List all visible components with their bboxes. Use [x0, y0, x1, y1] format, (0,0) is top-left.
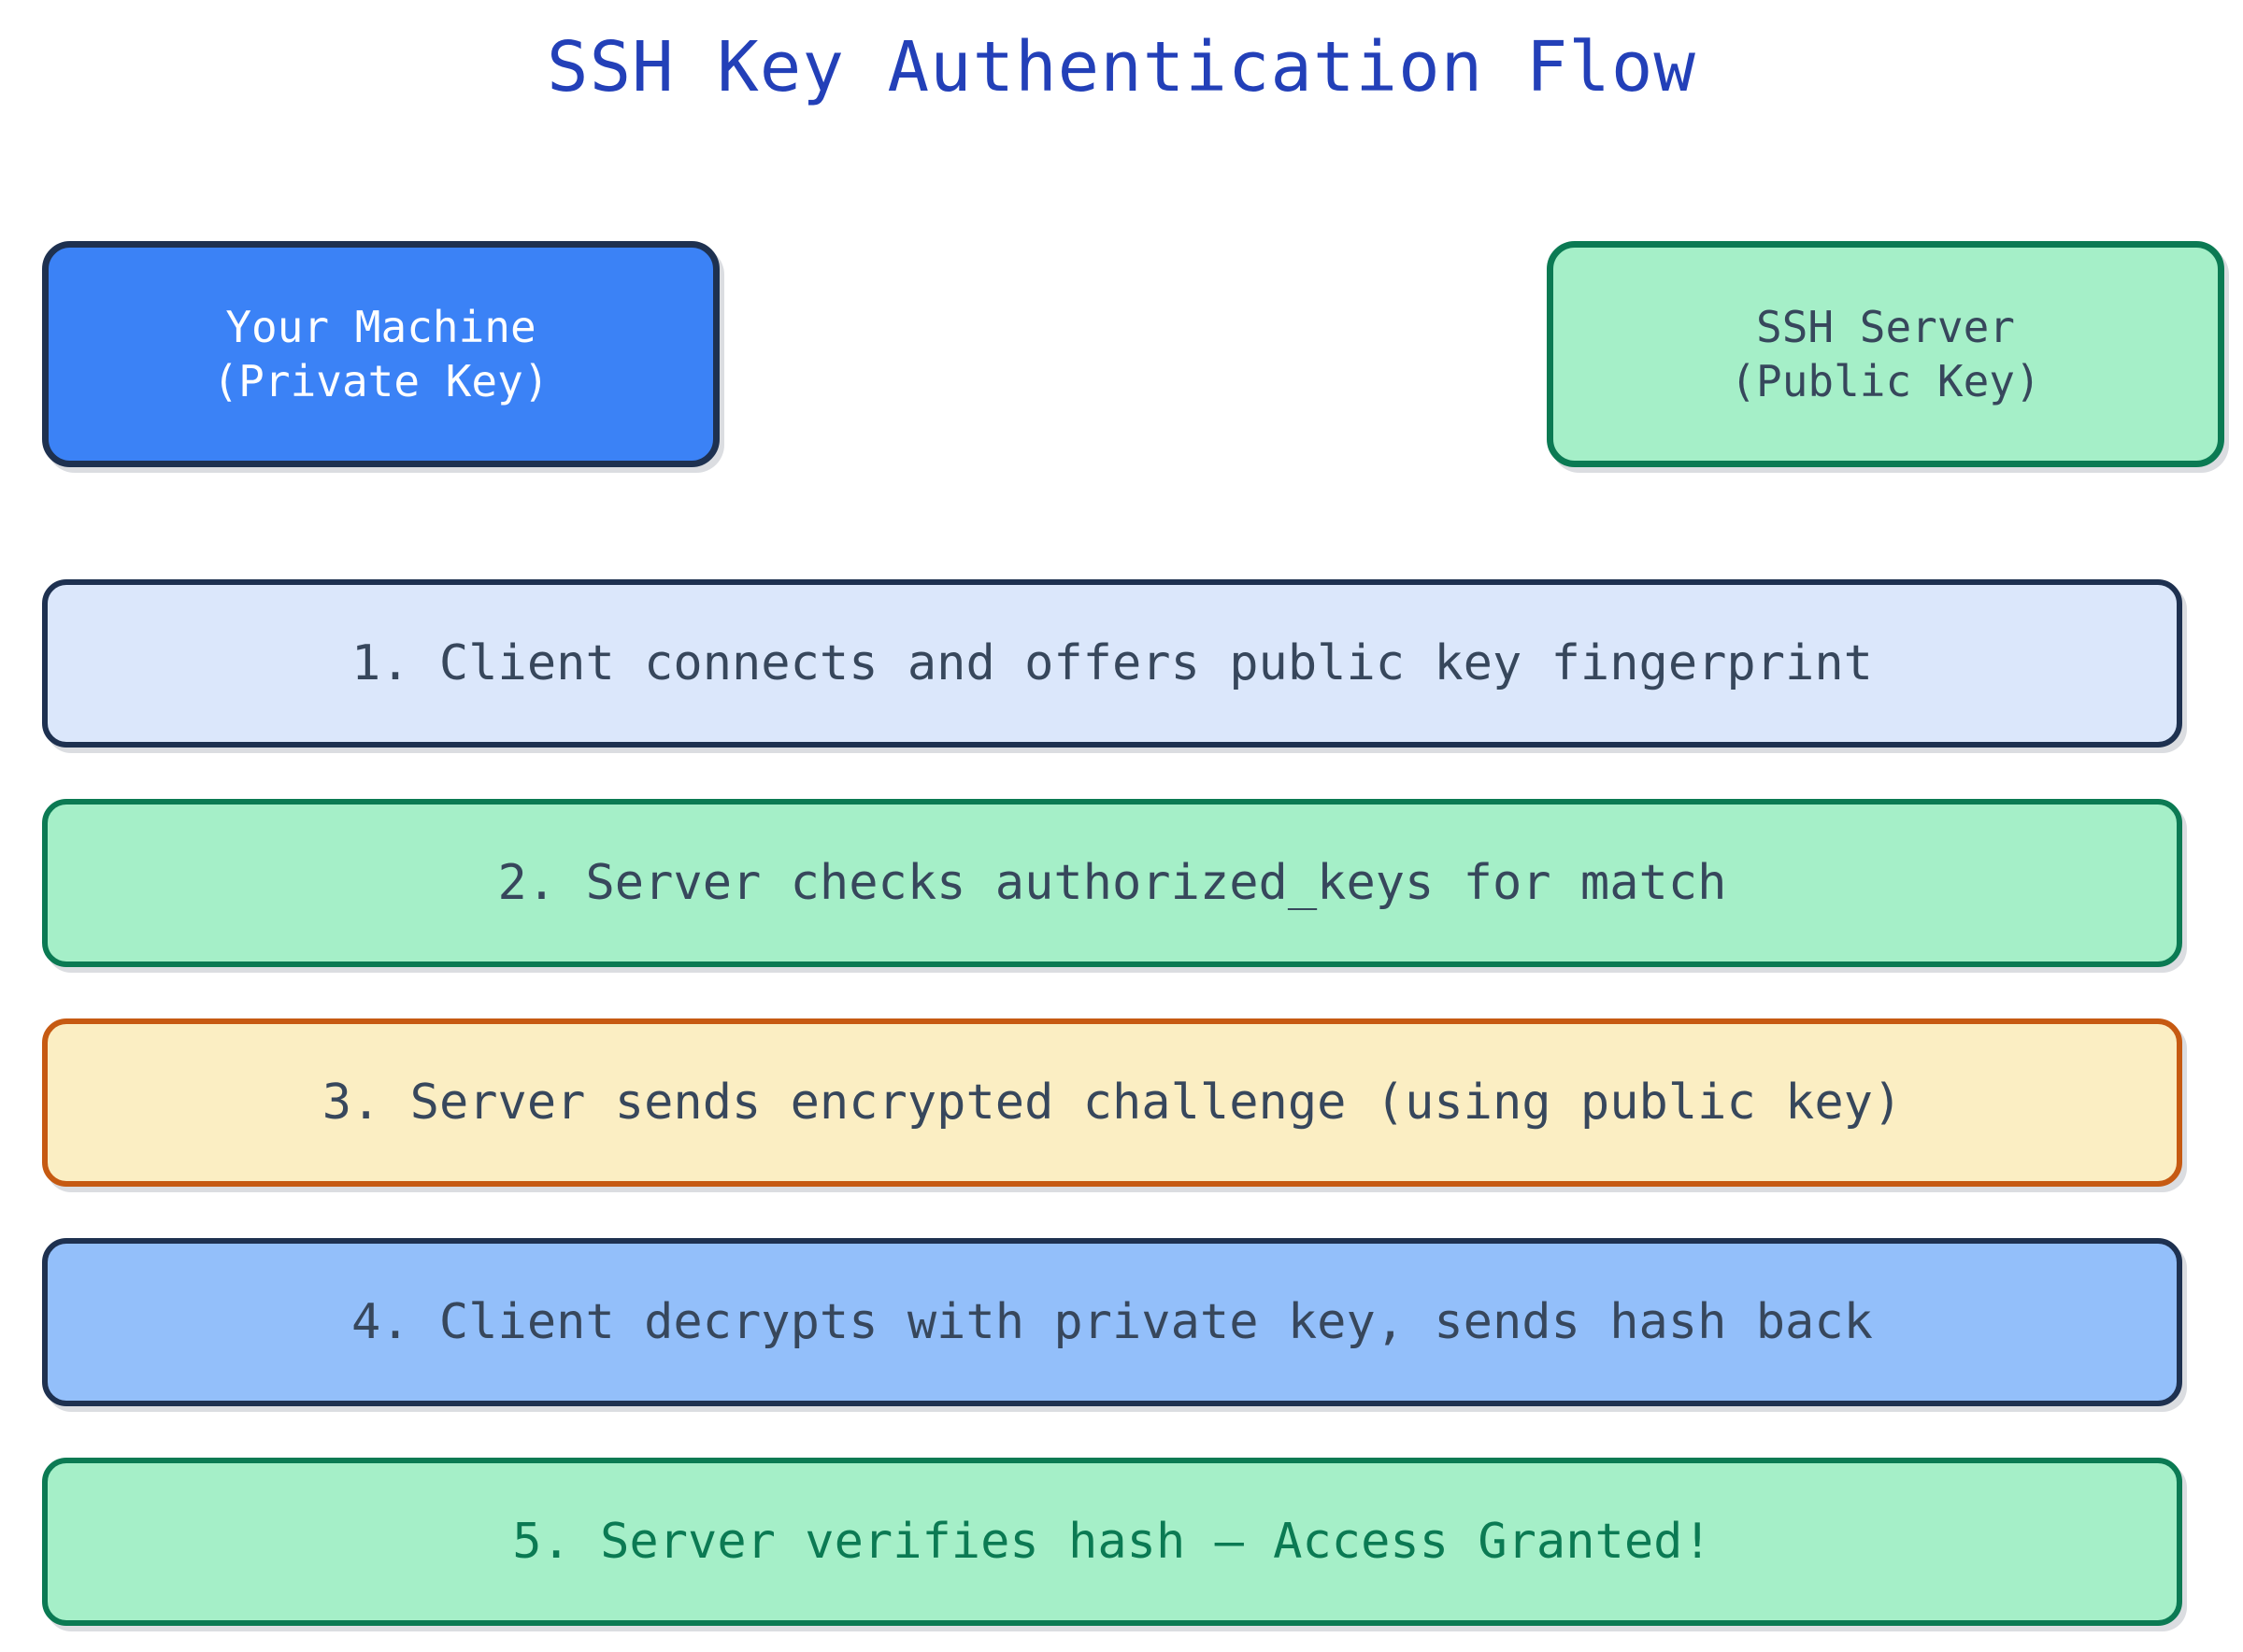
flow-step-5-label: 5. Server verifies hash – Access Granted…: [512, 1514, 1712, 1570]
flow-step-2-label: 2. Server checks authorized_keys for mat…: [497, 855, 1727, 911]
node-your-machine: Your Machine (Private Key): [42, 241, 720, 467]
flow-step-5: 5. Server verifies hash – Access Granted…: [42, 1458, 2182, 1626]
flow-step-3-label: 3. Server sends encrypted challenge (usi…: [321, 1075, 1903, 1131]
node-ssh-server: SSH Server (Public Key): [1547, 241, 2224, 467]
flow-step-4: 4. Client decrypts with private key, sen…: [42, 1238, 2182, 1406]
flow-step-1-label: 1. Client connects and offers public key…: [351, 635, 1873, 691]
flow-step-1: 1. Client connects and offers public key…: [42, 579, 2182, 748]
flow-step-4-label: 4. Client decrypts with private key, sen…: [351, 1294, 1873, 1350]
node-ssh-server-label: SSH Server (Public Key): [1730, 302, 2041, 406]
flow-step-2: 2. Server checks authorized_keys for mat…: [42, 799, 2182, 967]
flow-step-3: 3. Server sends encrypted challenge (usi…: [42, 1018, 2182, 1187]
page-title: SSH Key Authentication Flow: [547, 27, 1696, 107]
node-your-machine-label: Your Machine (Private Key): [212, 302, 550, 406]
